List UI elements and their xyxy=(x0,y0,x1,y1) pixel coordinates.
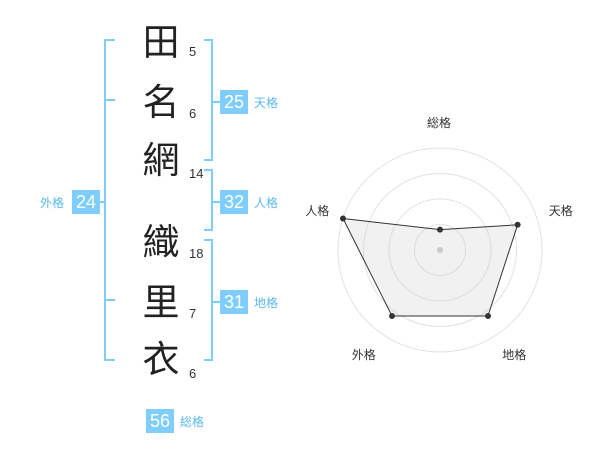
tenkaku-bracket xyxy=(204,39,213,161)
stroke-count-3: 14 xyxy=(189,166,204,181)
radar-grid-ring xyxy=(337,147,543,353)
radar-axis-label-4: 外格 xyxy=(351,347,376,362)
soukaku-label: 総格 xyxy=(180,415,205,429)
radar-svg xyxy=(337,147,543,353)
radar-center-dot xyxy=(437,247,443,253)
bracket-lines xyxy=(96,39,220,361)
gaikaku-bracket xyxy=(104,39,115,361)
jinkaku-label: 人格 xyxy=(254,196,279,210)
radar-axis-label-1: 総格 xyxy=(427,116,452,130)
radar-chart: 総格天格地格 外格 人格 xyxy=(300,0,600,470)
jinkaku-value: 32 xyxy=(220,190,248,214)
name-char-3: 網 xyxy=(142,139,180,182)
radar-grid-ring xyxy=(388,198,492,302)
jinkaku-bracket xyxy=(204,169,213,231)
name-breakdown: 田 5 名 6 網 14 織 18 里 7 衣 6 外格 24 25 天格 32… xyxy=(0,0,300,470)
gaikaku-label: 外格 xyxy=(40,196,65,210)
stroke-count-5: 7 xyxy=(189,306,197,321)
radar-grid-ring xyxy=(363,173,517,327)
radar-point-2 xyxy=(514,221,521,228)
name-char-1: 田 xyxy=(142,21,180,64)
soukaku-value: 56 xyxy=(146,409,174,433)
radar-point-3 xyxy=(484,313,491,320)
name-char-2: 名 xyxy=(142,81,180,124)
stroke-count-6: 6 xyxy=(189,366,197,381)
radar-point-1 xyxy=(437,226,443,233)
chikaku-label: 地格 xyxy=(254,296,279,310)
radar-axis-label-2: 天格 xyxy=(548,204,573,219)
radar-point-5 xyxy=(339,215,346,222)
stroke-count-4: 18 xyxy=(189,246,204,261)
radar-axis-label-5: 人格 xyxy=(305,204,330,219)
stroke-count-1: 5 xyxy=(189,44,197,59)
radar-axis-label-3: 地格 xyxy=(502,347,527,362)
tenkaku-value: 25 xyxy=(220,90,248,114)
gaikaku-value: 24 xyxy=(72,190,100,214)
chikaku-bracket xyxy=(204,239,213,361)
stroke-count-2: 6 xyxy=(189,106,197,121)
radar-point-4 xyxy=(389,313,396,320)
radar-series-area xyxy=(342,217,519,317)
name-char-4: 織 xyxy=(142,221,180,264)
name-char-6: 衣 xyxy=(142,338,180,381)
tenkaku-label: 天格 xyxy=(254,96,279,110)
name-char-5: 里 xyxy=(142,281,180,324)
chikaku-value: 31 xyxy=(220,290,248,314)
radar-grid-ring xyxy=(414,224,466,276)
